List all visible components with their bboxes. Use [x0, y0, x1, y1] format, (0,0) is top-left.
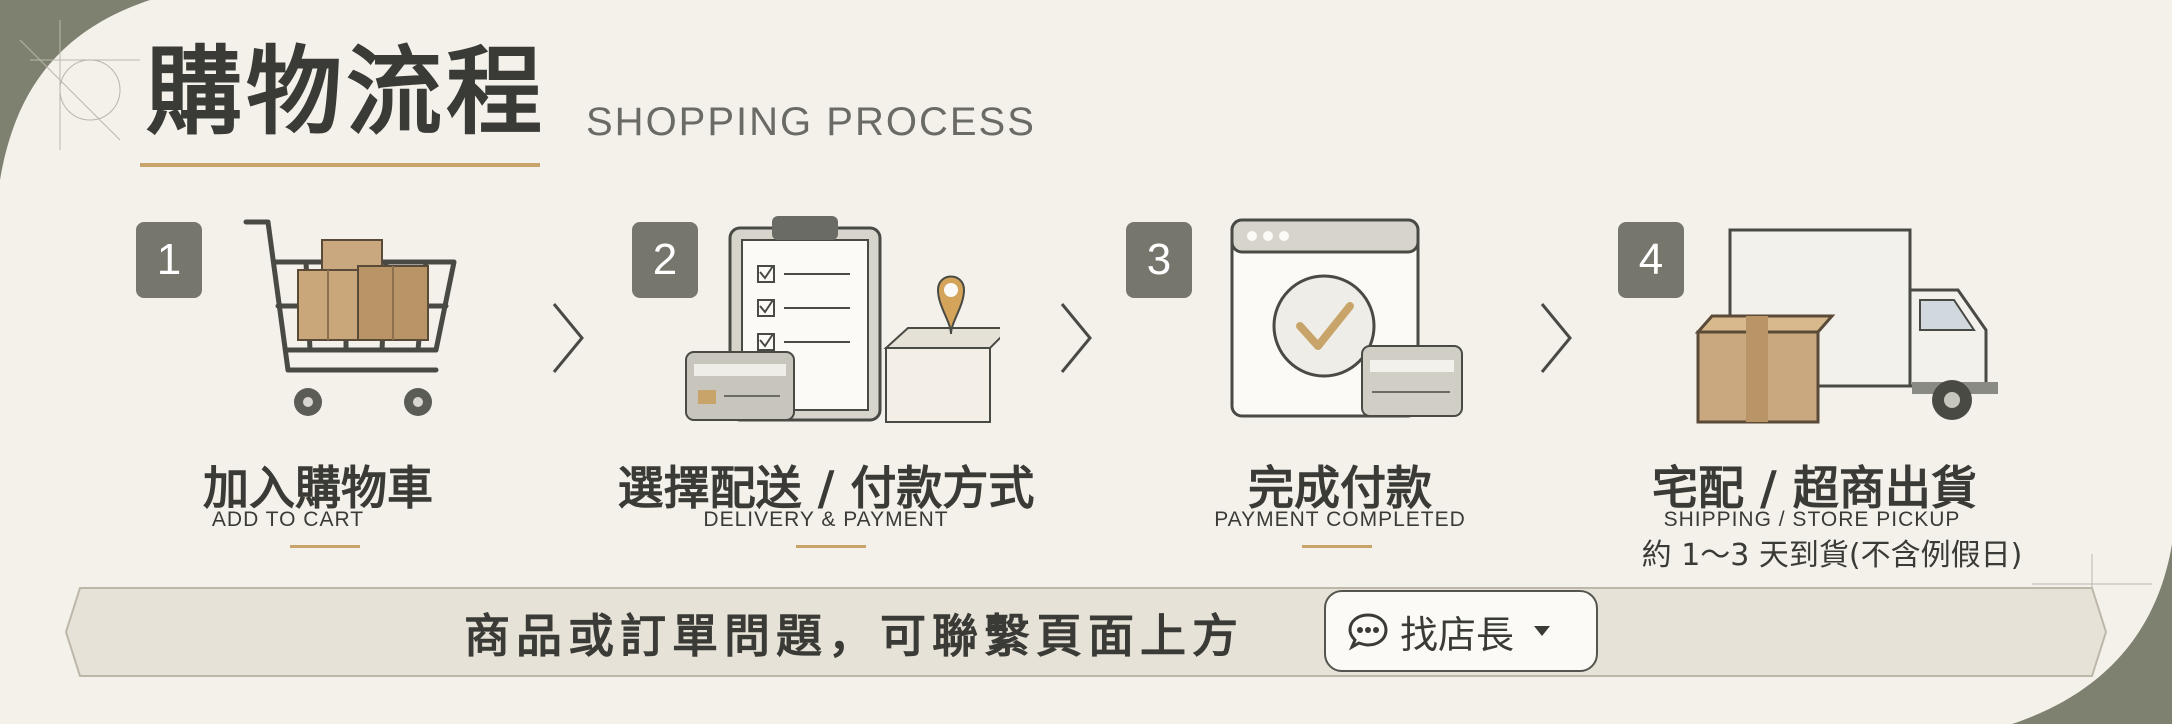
step-number-badge: 4 — [1618, 222, 1684, 298]
step-underline — [290, 545, 360, 548]
step-label: 選擇配送 / 付款方式 — [617, 461, 1035, 515]
step-label: 完成付款 — [1248, 461, 1432, 515]
step-number-badge: 1 — [136, 222, 202, 298]
step-sublabel: DELIVERY & PAYMENT — [703, 508, 949, 531]
title-underline — [140, 163, 540, 167]
page-title: 購物流程 — [146, 36, 546, 148]
step-underline — [796, 545, 866, 548]
step-number-badge: 2 — [632, 222, 698, 298]
chevron-right-icon — [1540, 303, 1572, 373]
chevron-down-icon — [1534, 626, 1551, 636]
page-subtitle: SHOPPING PROCESS — [586, 100, 1036, 144]
payment-check-icon — [1230, 218, 1463, 418]
step-sublabel: ADD TO CART — [211, 508, 365, 531]
step-number-badge: 3 — [1126, 222, 1192, 298]
step-sublabel: PAYMENT COMPLETED — [1214, 508, 1466, 531]
chevron-right-icon — [1060, 303, 1092, 373]
chat-bubble-icon — [1348, 613, 1388, 651]
contact-message: 商品或訂單問題，可聯繫頁面上方 — [464, 609, 1244, 663]
delivery-time-note: 約 1～3 天到貨(不含例假日) — [1641, 538, 2023, 573]
contact-owner-label: 找店長 — [1400, 612, 1515, 657]
shopping-cart-icon — [243, 219, 457, 416]
contact-owner-button[interactable]: 找店長 — [1324, 590, 1598, 672]
step-sublabel: SHIPPING / STORE PICKUP — [1663, 508, 1961, 531]
step-underline — [1302, 545, 1372, 548]
corner-decoration — [0, 0, 150, 180]
step-label: 宅配 / 超商出貨 — [1652, 461, 1977, 515]
step-label: 加入購物車 — [203, 461, 433, 515]
chevron-right-icon — [552, 303, 584, 373]
delivery-truck-icon — [1694, 228, 1998, 424]
clipboard-checklist-icon — [685, 216, 1000, 423]
